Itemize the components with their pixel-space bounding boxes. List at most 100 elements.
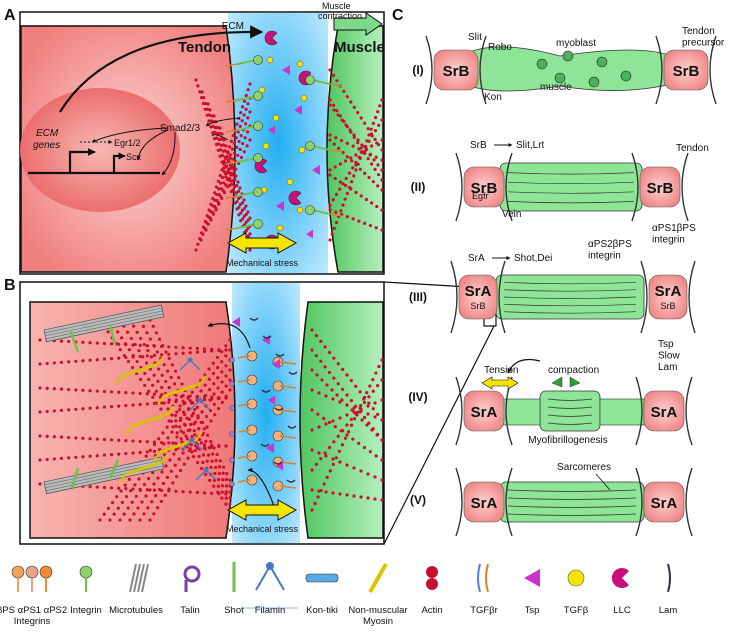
cuticle-line [631,152,639,222]
actin-bead [328,138,332,142]
integrin-stem [237,59,257,65]
actin-bead [235,145,239,149]
actin-bead [349,187,353,191]
sra-right-4-label: SrA [651,404,678,421]
actin-bead [224,384,228,388]
actin-bead [228,490,232,494]
srb-left-2-label: SrB [471,180,498,197]
actin-bead [138,439,142,443]
lam-fiber [273,461,283,465]
actin-bead [333,425,337,429]
actin-bead [131,354,135,358]
actin-bead [344,176,348,181]
integrin-legend-head [25,565,39,579]
myofibril-line [507,181,635,185]
actin-bead [371,389,375,393]
actin-bead [331,491,335,495]
actin-bead [245,130,250,134]
actin-bead [152,440,157,444]
actin-bead [234,174,238,178]
tgfb-dot [296,60,304,68]
actin-bead [170,430,174,434]
actin-bead [220,350,224,354]
actin-bead [248,138,252,142]
legend-label-integrin: Integrin [70,605,102,616]
actin-bead [211,125,215,129]
actin-bead [336,382,340,386]
actin-bead [152,401,157,405]
actin-bead [188,351,192,355]
actin-bead [235,122,239,126]
actin-bead [356,138,360,142]
actin-bead [377,364,381,369]
actin-bead [160,353,164,357]
actin-bead [195,350,199,354]
actin-bead [220,484,225,488]
actin-bead [148,488,152,492]
actin-bead [102,453,106,457]
cuticle-line [709,35,717,105]
actin-bead [228,338,232,342]
myofibril-line [507,201,635,204]
actin-bead [380,398,384,402]
actin-bead [117,486,121,490]
actin-bead [332,142,336,146]
legend-icon-microtubules [129,563,149,593]
actin-bead [352,466,356,470]
actin-bead [338,187,342,191]
actin-bead [203,373,207,377]
actin-bead [231,165,235,169]
actin-bead [319,359,323,363]
actin-bead [74,407,78,411]
lam-fiber [274,407,284,411]
actin-bead [106,506,110,510]
actin-bead [345,125,349,129]
actin-bead [324,422,328,426]
actin-bead [373,415,377,419]
microtubule-legend-line [129,563,137,593]
integrin-stem [237,157,257,163]
muscle-label-c: muscle [540,82,572,93]
actin-bead [209,119,213,123]
actin-bead [223,149,227,153]
actin-bead [323,451,327,455]
actin-bead [124,487,128,491]
legend-label-kontiki: Kon-tiki [306,605,338,616]
actin-bead [328,68,332,72]
actin-bead [220,496,224,500]
tgfb-legend-dot [567,569,585,587]
talin-head [229,481,235,487]
integrin-legend-head [79,565,93,579]
actin-bead [122,512,126,516]
actin-bead [191,411,195,415]
actin-bead [109,453,114,457]
actin-bead [88,406,92,410]
actin-bead [138,518,142,522]
myofibril-line [547,422,593,425]
actin-bead [174,424,178,428]
panel-b-letter: B [4,277,16,294]
actin-bead [215,136,219,140]
cuticle-line [655,35,663,105]
cuticle-line [688,260,696,334]
actin-bead [380,168,384,172]
actin-bead [145,392,149,396]
actin-bead [217,471,221,476]
actin-bead [154,494,158,498]
myofibril-line [507,505,637,508]
actin-bead [216,376,220,380]
actin-bead [380,178,384,182]
actin-bead [359,116,363,120]
actin-bead [328,203,332,207]
actin-bead [237,205,241,209]
integrin-stem [311,209,331,215]
actin-bead [317,425,321,429]
actin-bead [328,103,332,107]
actin-bead [145,488,149,492]
actin-bead [221,143,226,147]
actin-bead [189,422,193,427]
actin-bead [339,209,343,213]
actin-bead [374,371,378,375]
